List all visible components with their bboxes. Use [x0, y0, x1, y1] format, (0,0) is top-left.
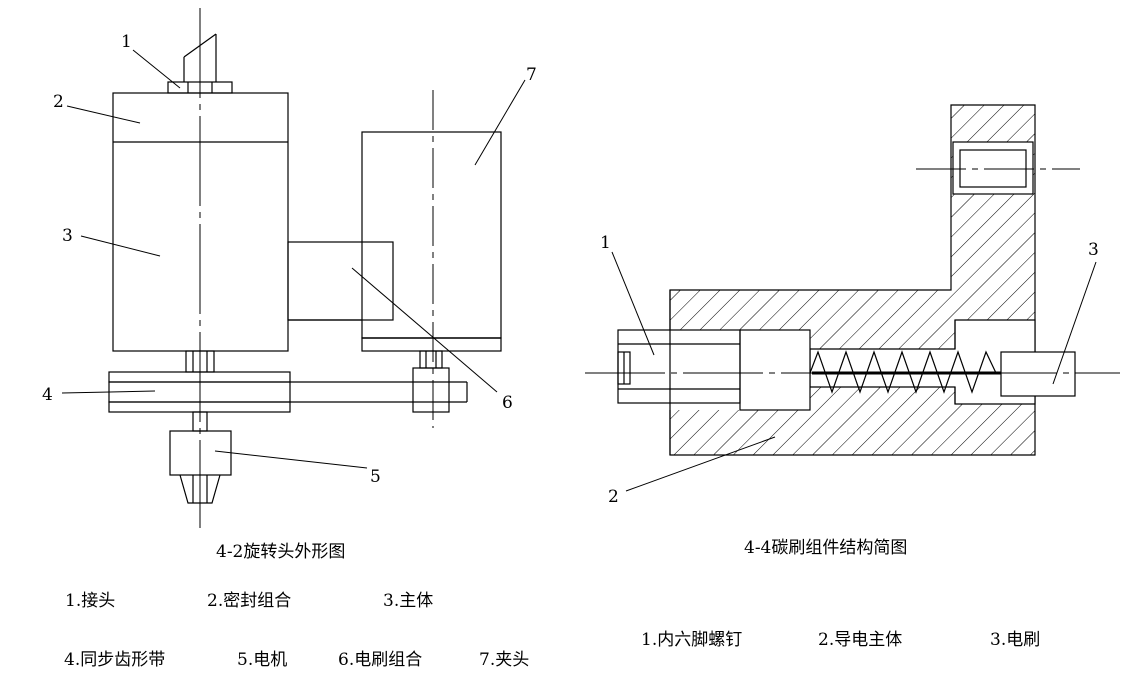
spring: [809, 350, 997, 394]
figure-caption-left: 4-2旋转头外形图: [216, 542, 345, 562]
socket-head-screw-part: [617, 329, 811, 411]
chuck-housing-part: [361, 131, 502, 352]
left-callout-labels: 1 2 3 4 5 6 7: [42, 32, 537, 487]
brush-part: [1000, 351, 1076, 397]
timing-belt-part: [108, 350, 468, 413]
callout-4: 4: [42, 385, 53, 405]
callout-1: 1: [600, 233, 611, 253]
legend-item: 6.电刷组合: [338, 650, 422, 670]
callout-2: 2: [53, 92, 64, 112]
center-lines: [199, 8, 434, 528]
right-callout-labels: 1 2 3: [600, 233, 1099, 507]
callout-3: 3: [62, 226, 73, 246]
callout-5: 5: [370, 467, 381, 487]
legend-item: 2.导电主体: [818, 630, 902, 650]
callout-2: 2: [608, 487, 619, 507]
legend-item: 3.主体: [383, 591, 433, 611]
legend-item: 4.同步齿形带: [64, 650, 165, 670]
carbon-brush-figure: [585, 104, 1120, 492]
legend-item: 3.电刷: [990, 630, 1040, 650]
legend-item: 2.密封组合: [207, 591, 291, 611]
socket-screw-bore: [668, 330, 810, 410]
legend-item: 1.接头: [65, 591, 115, 611]
legend-item: 1.内六脚螺钉: [641, 630, 742, 650]
legend-item: 5.电机: [237, 650, 287, 670]
callout-6: 6: [502, 393, 513, 413]
figure-caption-right: 4-4碳刷组件结构简图: [744, 538, 907, 558]
callout-3: 3: [1088, 240, 1099, 260]
callout-7: 7: [526, 65, 537, 85]
right-center-lines: [585, 168, 1120, 374]
callout-1: 1: [121, 32, 132, 52]
legend-item: 7.夹头: [479, 650, 529, 670]
brush-assembly-part: [287, 241, 394, 321]
left-leader-lines: [61, 49, 526, 469]
rotary-head-figure: [61, 8, 526, 528]
right-leader-lines: [611, 251, 1097, 492]
